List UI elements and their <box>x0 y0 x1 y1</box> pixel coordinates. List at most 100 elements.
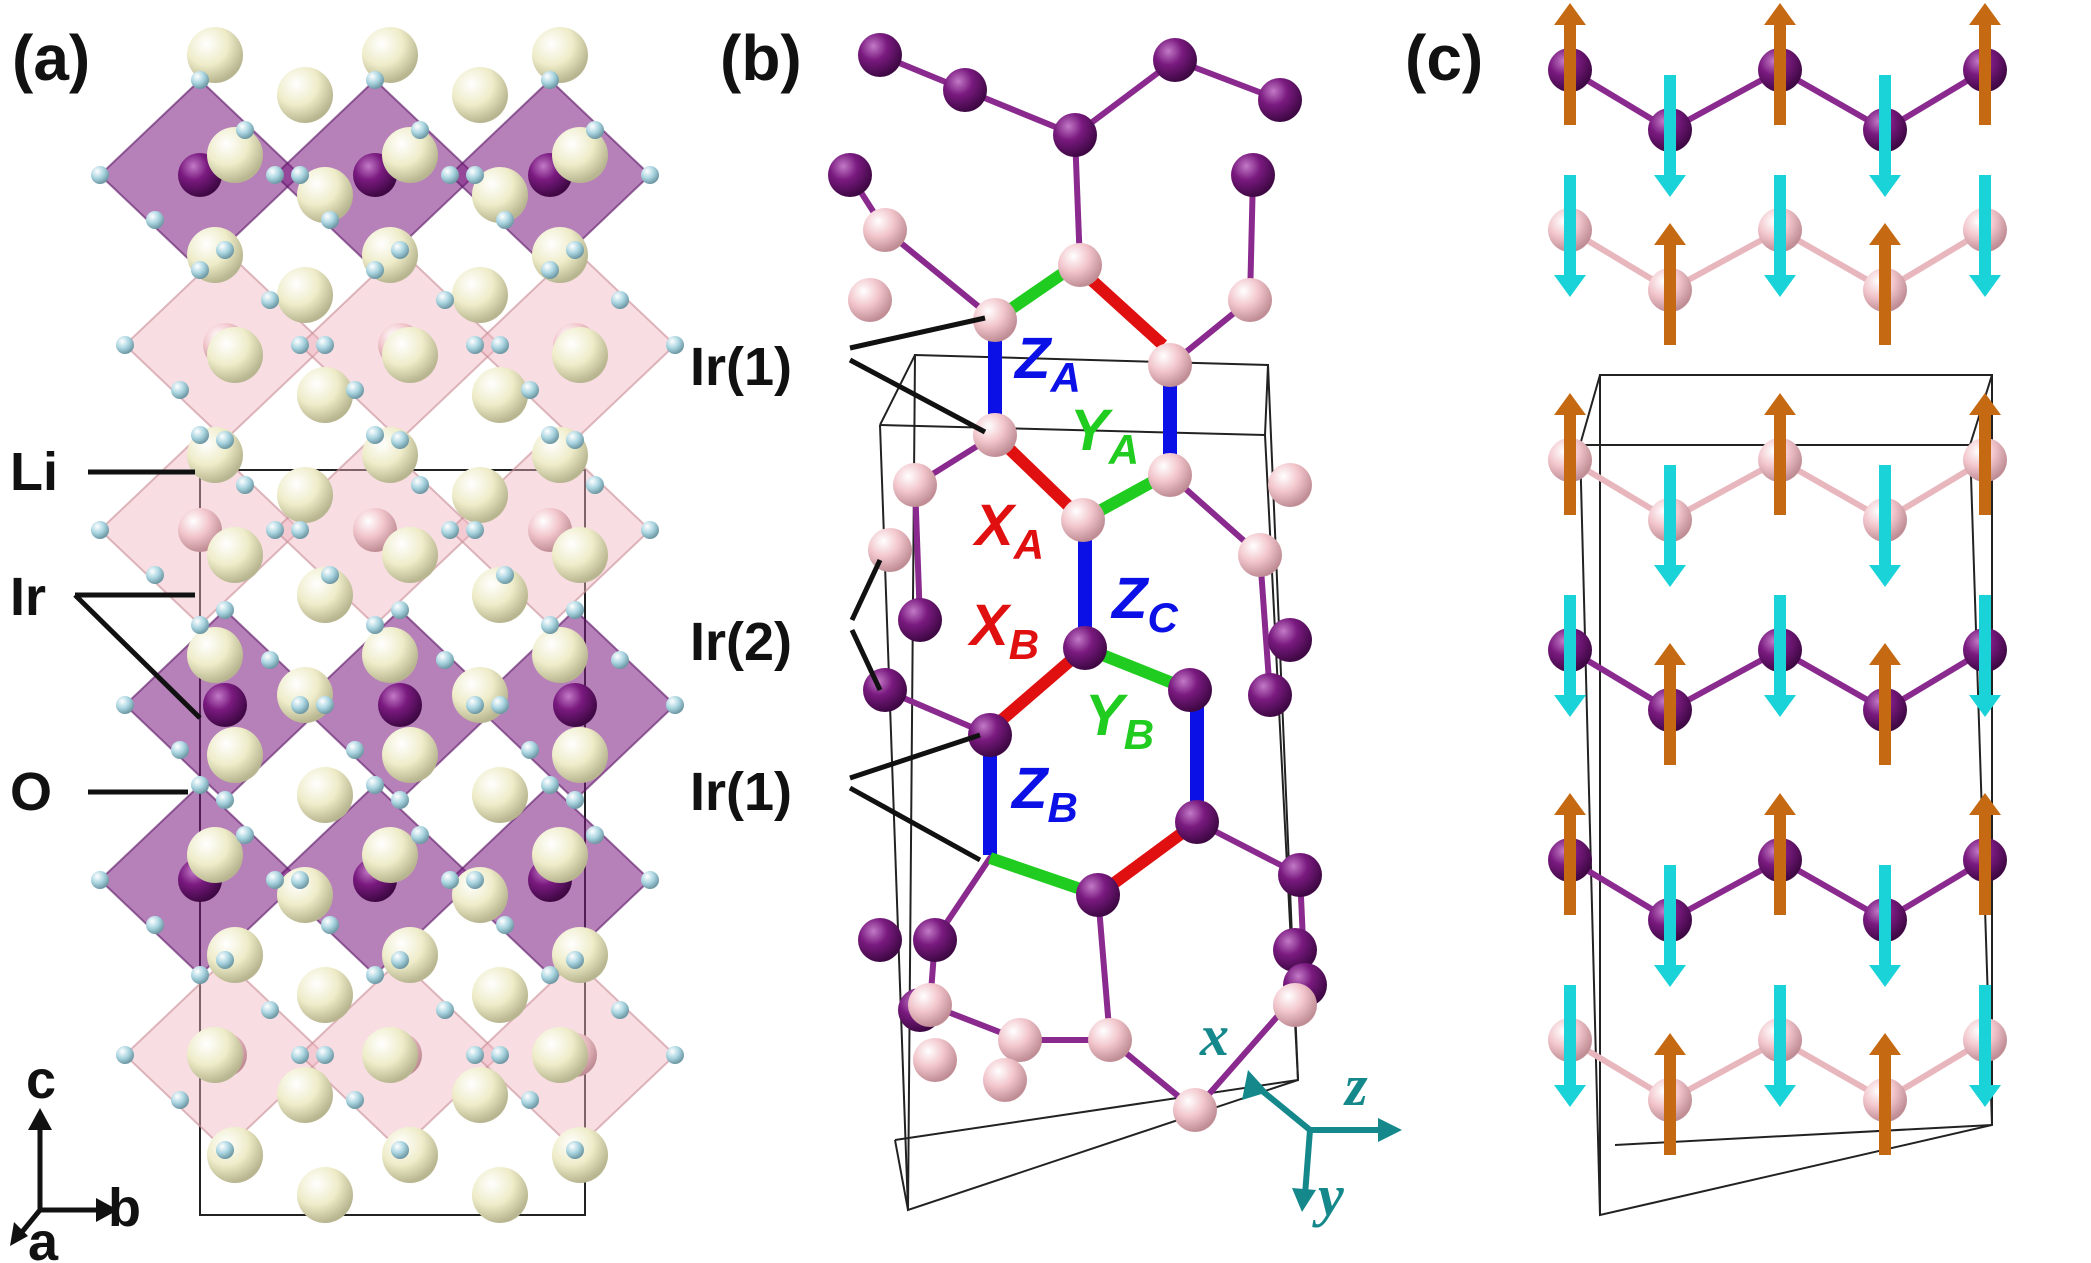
oxygen-atom <box>666 336 684 354</box>
oxygen-atom <box>491 336 509 354</box>
oxygen-atom <box>541 261 559 279</box>
lithium-atom <box>532 27 588 83</box>
lithium-atom <box>382 927 438 983</box>
oxygen-atom <box>316 696 334 714</box>
oxygen-atom <box>316 336 334 354</box>
oxygen-atom <box>441 521 459 539</box>
lithium-atom <box>207 727 263 783</box>
oxygen-atom <box>321 566 339 584</box>
oxygen-atom <box>366 261 384 279</box>
panel-label-b: (b) <box>720 22 802 94</box>
lithium-atom <box>297 967 353 1023</box>
ir-label: Ir <box>10 567 46 627</box>
lithium-atom <box>472 767 528 823</box>
oxygen-atom <box>491 696 509 714</box>
iridium-atom-ir2 <box>913 918 957 962</box>
lithium-atom <box>452 267 508 323</box>
lithium-atom <box>452 1067 508 1123</box>
oxygen-atom <box>266 521 284 539</box>
iridium-atom-ir2 <box>1053 113 1097 157</box>
spin-up-arrowhead <box>1764 793 1796 815</box>
oxygen-atom <box>566 241 584 259</box>
lithium-atom <box>362 1027 418 1083</box>
oxygen-atom <box>466 871 484 889</box>
iridium-atom-ir1 <box>1061 498 1105 542</box>
oxygen-atom <box>171 381 189 399</box>
oxygen-atom <box>541 616 559 634</box>
spin-up-arrowhead <box>1969 393 2001 415</box>
spin-axis-y-label: y <box>1312 1163 1344 1228</box>
oxygen-atom <box>566 1141 584 1159</box>
iridium-atom-ir2 <box>858 918 902 962</box>
ir1-label-bottom: Ir(1) <box>690 762 792 822</box>
lithium-atom <box>207 327 263 383</box>
oxygen-atom <box>191 426 209 444</box>
bond-label-xb: XB <box>967 593 1039 668</box>
iridium-atom-ir2 <box>858 33 902 77</box>
oxygen-atom <box>91 871 109 889</box>
lithium-atom <box>187 1027 243 1083</box>
oxygen-atom <box>466 696 484 714</box>
oxygen-atom <box>236 826 254 844</box>
bond-label-za: ZA <box>1013 326 1081 401</box>
oxygen-atom <box>641 871 659 889</box>
oxygen-atom <box>191 966 209 984</box>
iridium-atom-ir1 <box>1268 463 1312 507</box>
oxygen-atom <box>411 121 429 139</box>
oxygen-atom <box>291 871 309 889</box>
oxygen-atom <box>491 1046 509 1064</box>
oxygen-atom <box>466 1046 484 1064</box>
iridium-atom-ir1 <box>973 298 1017 342</box>
lithium-atom <box>532 627 588 683</box>
spin-up-arrowhead <box>1554 393 1586 415</box>
iridium-atom-ir2 <box>1175 800 1219 844</box>
iridium-atom-ir1 <box>1238 533 1282 577</box>
iridium-atom-ir2 <box>1153 38 1197 82</box>
spin-up-arrowhead <box>1654 643 1686 665</box>
oxygen-atom <box>366 426 384 444</box>
oxygen-atom <box>411 826 429 844</box>
lithium-atom <box>297 367 353 423</box>
oxygen-atom <box>566 431 584 449</box>
lithium-atom <box>362 827 418 883</box>
iridium-atom-ir2 <box>1063 626 1107 670</box>
bond-labels-b: ZA YA XA ZC XB YB ZB <box>967 326 1178 831</box>
oxygen-atom <box>171 1091 189 1109</box>
lithium-atom <box>472 167 528 223</box>
spin-up-arrowhead <box>1764 393 1796 415</box>
oxygen-atom <box>391 951 409 969</box>
lithium-atom <box>452 667 508 723</box>
unit-cell-b <box>879 353 1300 1212</box>
oxygen-atom <box>266 166 284 184</box>
lithium-atom <box>532 1027 588 1083</box>
oxygen-atom <box>391 431 409 449</box>
spin-down-arrowhead <box>1554 275 1586 297</box>
iridium-atom-ir2 <box>1278 853 1322 897</box>
bond-label-xa: XA <box>972 493 1044 568</box>
oxygen-atom <box>586 476 604 494</box>
iridium-atom-ir1 <box>983 1058 1027 1102</box>
oxygen-atom <box>291 1046 309 1064</box>
oxygen-atom <box>261 1001 279 1019</box>
panel-a: (a) Li Ir O c b <box>10 22 684 1263</box>
lithium-atom <box>207 127 263 183</box>
bond-label-yb: YB <box>1085 683 1154 758</box>
oxygen-atom <box>216 951 234 969</box>
lithium-atom <box>297 1167 353 1223</box>
oxygen-atom <box>191 71 209 89</box>
iridium-atom-ir1 <box>1228 278 1272 322</box>
iridium-atoms-b <box>828 33 1327 1132</box>
iridium-atom <box>553 683 597 727</box>
iridium-atom-ir2 <box>1231 153 1275 197</box>
oxygen-atom <box>216 431 234 449</box>
iridium-atom-ir1 <box>998 1018 1042 1062</box>
lithium-atom <box>552 727 608 783</box>
iridium-atom-ir1 <box>1173 1088 1217 1132</box>
honeycomb-bond <box>912 482 923 623</box>
lithium-atom <box>472 567 528 623</box>
oxygen-atom <box>541 426 559 444</box>
iridium-atom-ir1 <box>863 208 907 252</box>
spin-down-arrowhead <box>1869 175 1901 197</box>
oxygen-atom <box>146 566 164 584</box>
oxygen-atom <box>411 476 429 494</box>
